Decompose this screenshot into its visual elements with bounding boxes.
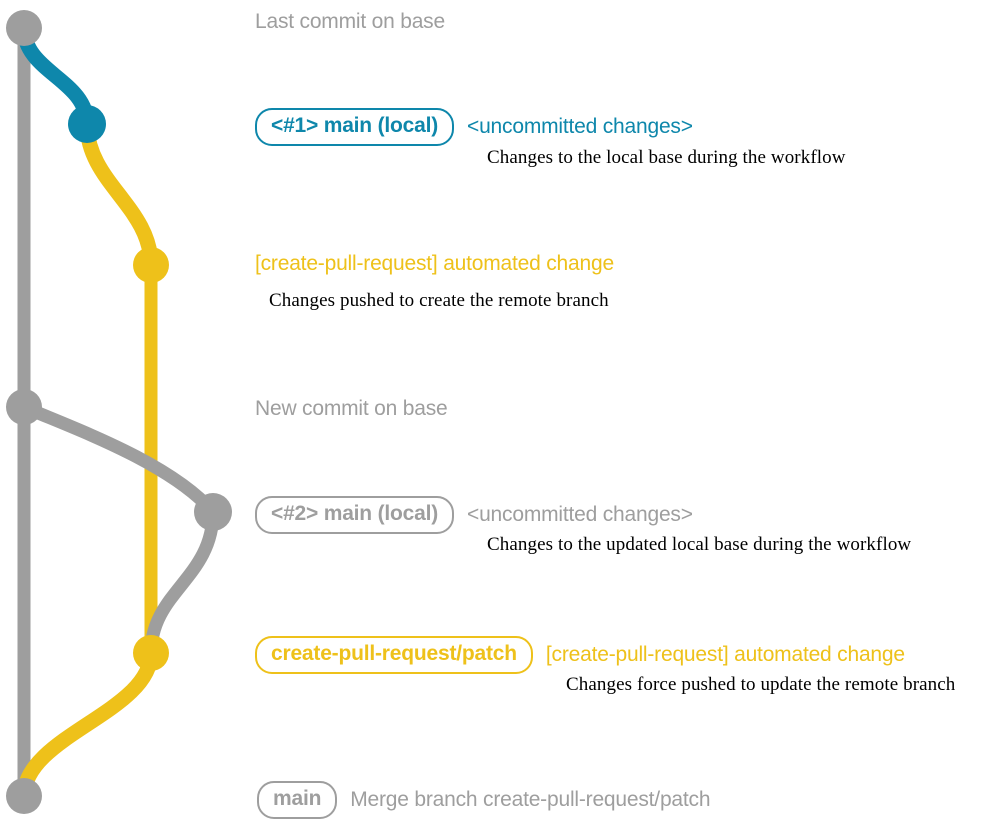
edge-local-1-to-remote-1 [79,116,159,273]
row-last-commit-on-base: Last commit on base [255,10,445,34]
ref-badge-main-local-1[interactable]: <#1> main (local) [255,108,455,147]
commit-node-remote-2[interactable] [133,635,169,671]
edge-remote-2-to-merge [16,645,159,804]
row-remote-branch-created: [create-pull-request] automated change [255,252,614,276]
edge-base-2-to-local-2 [17,400,220,519]
commit-node-local-1[interactable] [68,105,106,143]
row-remote-branch-updated: create-pull-request/patch [create-pull-r… [255,636,905,675]
commit-subject-last-commit-on-base: Last commit on base [255,10,445,33]
body-local-uncommitted-1: Changes to the local base during the wor… [487,147,846,168]
row-local-uncommitted-2: <#2> main (local) <uncommitted changes> [255,496,693,535]
edge-local-2-to-remote-2 [144,505,220,660]
body-remote-branch-updated: Changes force pushed to update the remot… [566,674,956,695]
commit-node-merge[interactable] [6,778,42,814]
commit-node-base-1[interactable] [6,10,42,46]
commit-node-base-2[interactable] [6,389,42,425]
commit-subject-merge-branch: Merge branch create-pull-request/patch [350,788,711,812]
ref-badge-main-local-2[interactable]: <#2> main (local) [255,496,455,535]
row-local-uncommitted-1: <#1> main (local) <uncommitted changes> [255,108,693,147]
ref-badge-main[interactable]: main [257,781,338,820]
commit-node-remote-1[interactable] [133,247,169,283]
commit-node-local-2[interactable] [194,493,232,531]
commit-subject-automated-change-1: [create-pull-request] automated change [255,252,614,275]
commit-subject-uncommitted-changes-2: <uncommitted changes> [467,503,693,527]
row-merge-commit: main Merge branch create-pull-request/pa… [257,781,711,820]
ref-badge-create-pull-request-patch[interactable]: create-pull-request/patch [255,636,533,675]
commit-subject-new-commit-on-base: New commit on base [255,397,448,420]
commit-subject-automated-change-2: [create-pull-request] automated change [545,643,905,667]
body-remote-branch-created: Changes pushed to create the remote bran… [269,290,609,311]
commit-subject-uncommitted-changes-1: <uncommitted changes> [467,115,693,139]
row-new-commit-on-base: New commit on base [255,397,448,421]
body-local-uncommitted-2: Changes to the updated local base during… [487,534,912,555]
